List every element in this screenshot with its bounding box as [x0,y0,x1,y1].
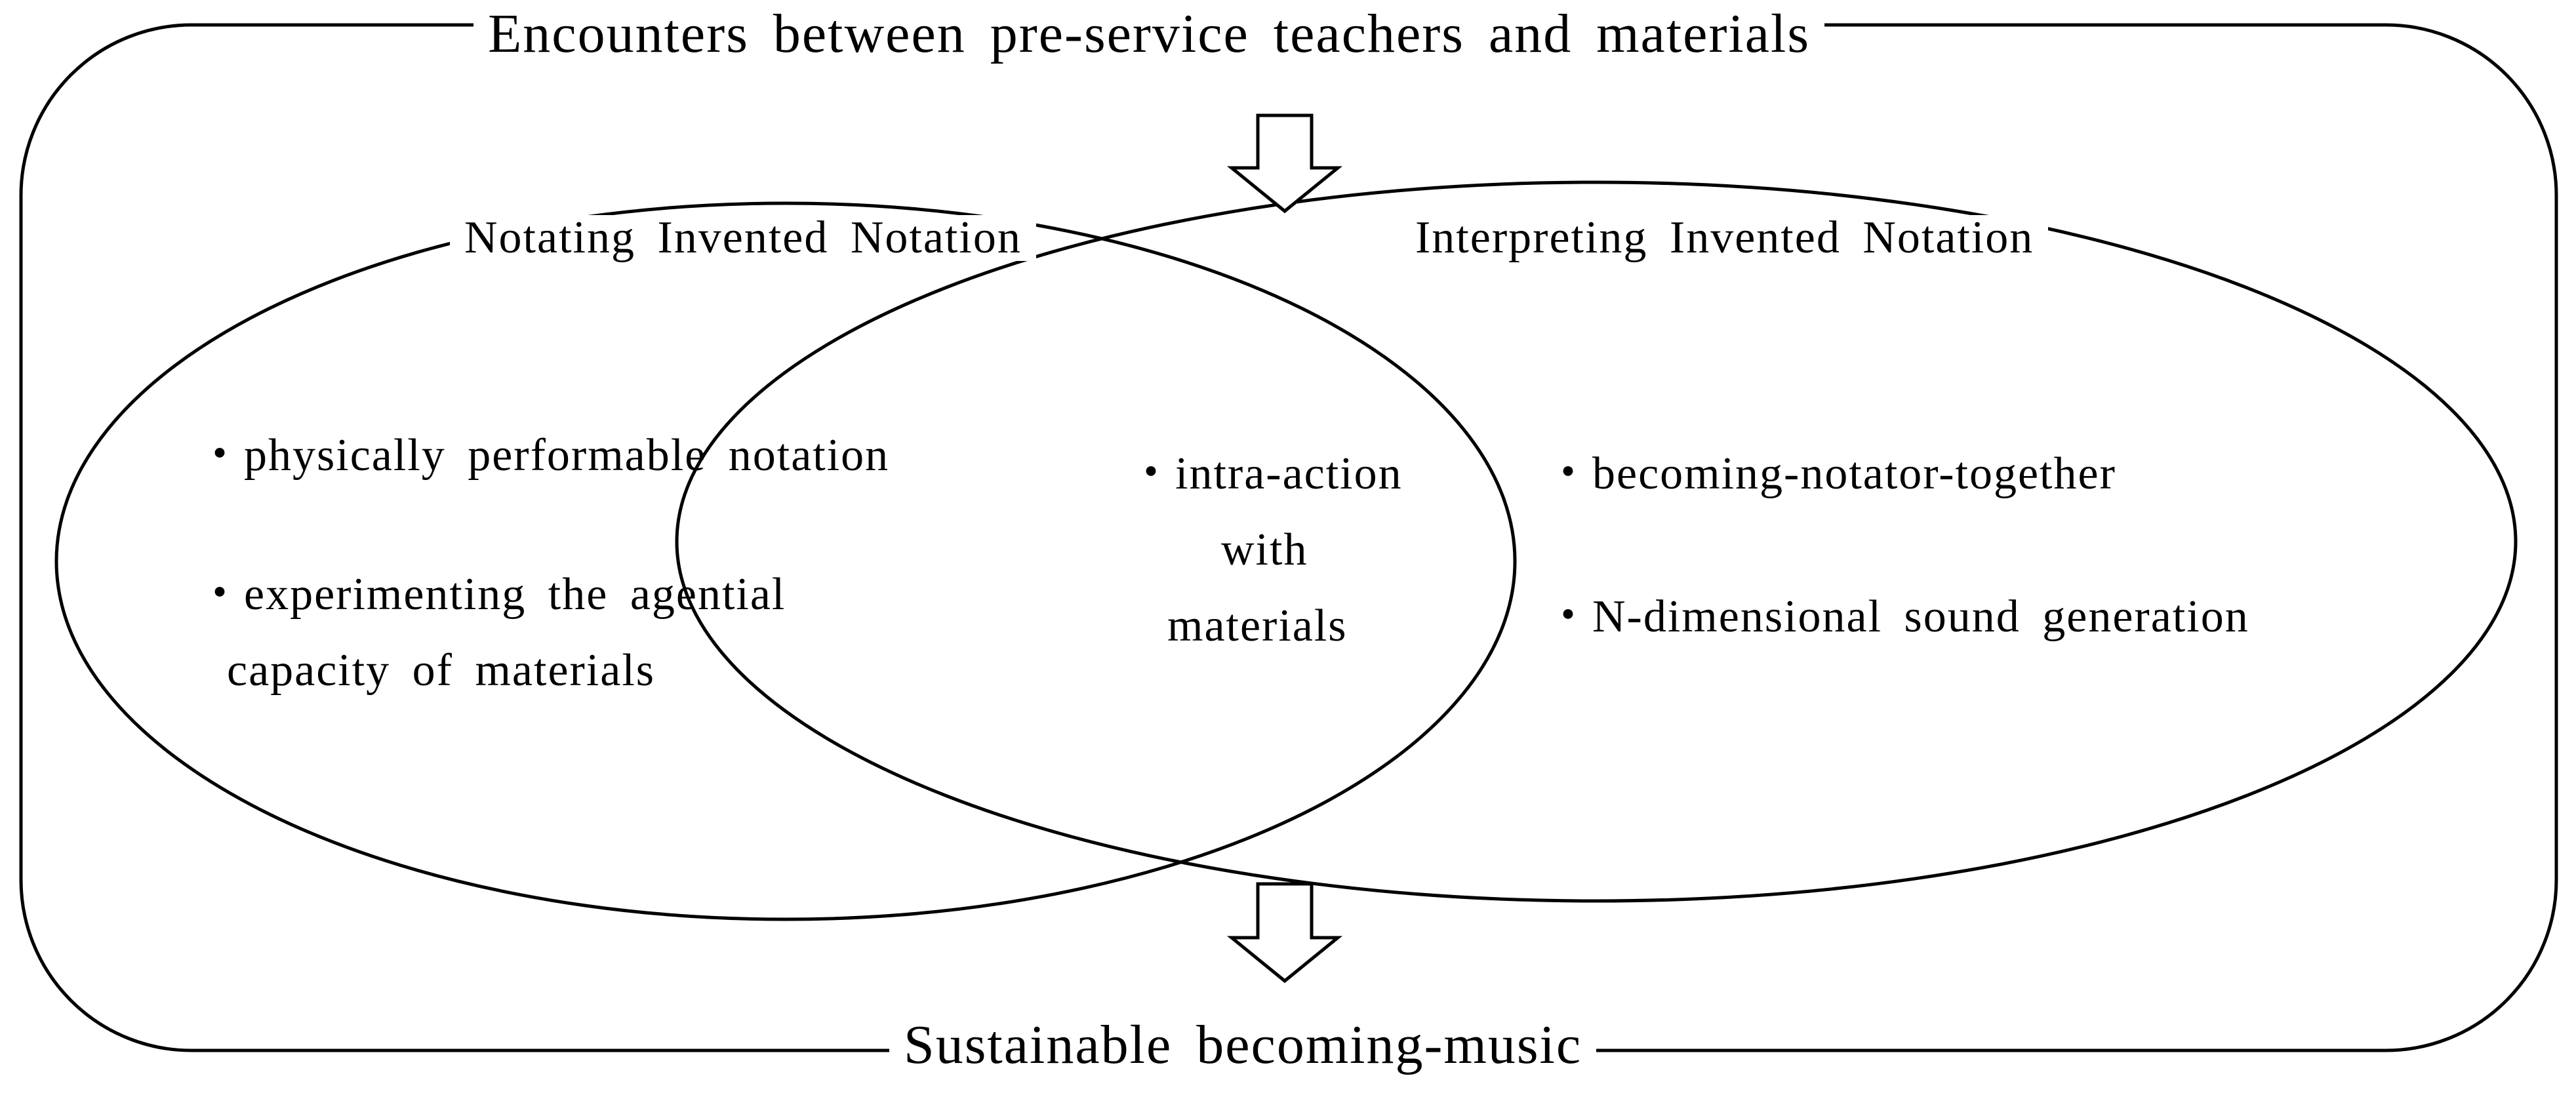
overlap-line-2: with [1221,525,1308,575]
left-item-1: ・physically performable notation [197,430,890,481]
right-ellipse [675,180,2518,903]
top-title: Encounters between pre-service teachers … [473,7,1825,62]
bottom-title: Sustainable becoming-music [889,1018,1597,1073]
left-ellipse [54,201,1517,921]
right-item-2: ・N-dimensional sound generation [1545,591,2249,642]
down-arrow-bottom [1226,882,1343,984]
overlap-line-3: materials [1167,601,1348,651]
down-arrow-top [1226,113,1343,214]
right-circle-label: Interpreting Invented Notation [1401,215,2049,261]
left-item-3: capacity of materials [227,645,656,696]
left-circle-label: Notating Invented Notation [450,215,1036,261]
right-item-1: ・becoming-notator-together [1545,449,2116,499]
left-item-2: ・experimenting the agential [197,569,786,620]
overlap-line-1: ・intra-action [1128,449,1403,499]
